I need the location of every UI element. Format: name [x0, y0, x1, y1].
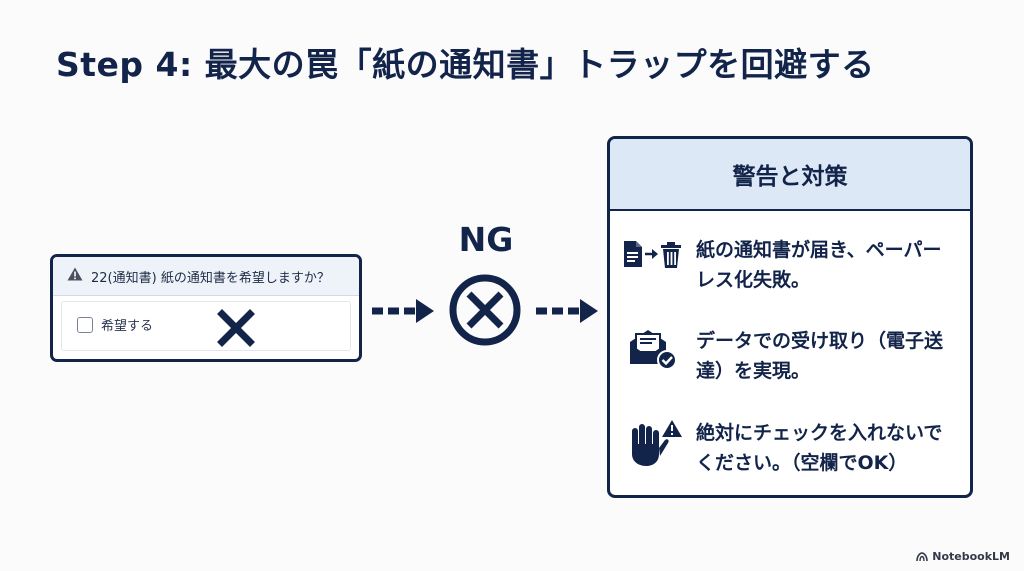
form-body — [61, 301, 351, 351]
hand-warning-icon — [622, 418, 684, 472]
notebooklm-logo-icon — [916, 551, 929, 561]
ng-label: NG — [458, 220, 514, 259]
prohibited-circle-x-icon — [449, 274, 521, 346]
envelope-check-icon — [622, 326, 682, 374]
x-mark-icon — [217, 309, 255, 351]
warning-triangle-icon — [67, 267, 83, 285]
panel-header: 警告と対策 — [610, 139, 970, 211]
form-question-text: 22(通知書) 紙の通知書を希望しますか？ — [91, 270, 330, 286]
panel-item-text: データでの受け取り（電子送達）を実現。 — [696, 330, 944, 382]
panel-item-text: 紙の通知書が届き、ペーパーレス化失敗。 — [696, 239, 942, 291]
paper-notice-form-mock: 22(通知書) 紙の通知書を希望しますか？ 希望する — [50, 254, 362, 362]
dashed-arrow-icon — [372, 299, 434, 323]
checkbox-label: 希望する — [101, 319, 154, 334]
page-title: Step 4: 最大の罠「紙の通知書」トラップを回避する — [56, 45, 875, 84]
form-checkbox-row: 希望する — [77, 315, 153, 334]
notebooklm-watermark: NotebookLM — [916, 550, 1010, 563]
panel-item-text: 絶対にチェックを入れないでください。（空欄でOK） — [696, 422, 943, 474]
brand-label: NotebookLM — [932, 550, 1010, 563]
wish-checkbox[interactable] — [77, 316, 93, 333]
warning-and-measures-panel: 警告と対策 紙の通知書が届き、ペーパーレス化失敗。 — [607, 136, 973, 498]
document-to-trash-icon — [622, 239, 684, 273]
dashed-arrow-icon — [536, 299, 598, 323]
form-question-header: 22(通知書) 紙の通知書を希望しますか？ — [53, 257, 359, 296]
